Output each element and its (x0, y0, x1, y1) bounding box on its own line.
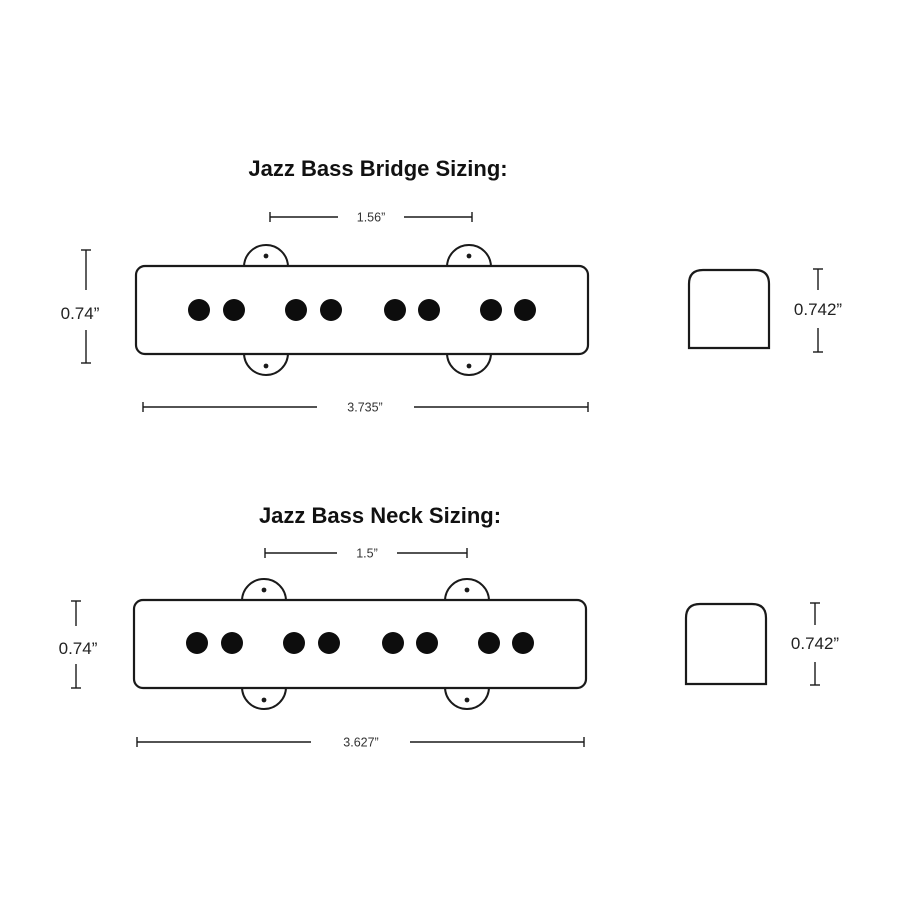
pole-piece-icon (318, 632, 340, 654)
neck-title: Jazz Bass Neck Sizing: (259, 503, 501, 528)
pole-piece-icon (478, 632, 500, 654)
neck-height-dimension: 0.74” (59, 600, 98, 689)
neck-length-dimension: 3.627” (136, 736, 585, 750)
neck-mount-spacing-label: 1.5” (356, 547, 378, 561)
pole-piece-icon (418, 299, 440, 321)
neck-section: Jazz Bass Neck Sizing: 1.5” (59, 503, 840, 750)
pole-piece-icon (188, 299, 210, 321)
bridge-mount-ears (242, 244, 493, 376)
pole-piece-icon (384, 299, 406, 321)
neck-side-height-dimension: 0.742” (791, 602, 840, 686)
bridge-side-height-label: 0.742” (794, 300, 843, 319)
neck-mount-ears (240, 578, 491, 710)
pole-piece-icon (186, 632, 208, 654)
bridge-length-dimension: 3.735” (142, 401, 589, 415)
bridge-side-view (687, 268, 771, 350)
bridge-height-dimension: 0.74” (61, 249, 100, 364)
bridge-title: Jazz Bass Bridge Sizing: (248, 156, 507, 181)
bridge-height-label: 0.74” (61, 304, 100, 323)
mount-hole-icon (263, 363, 269, 369)
pole-piece-icon (283, 632, 305, 654)
pole-piece-icon (512, 632, 534, 654)
bridge-mount-spacing-dimension: 1.56” (269, 211, 473, 225)
pole-piece-icon (514, 299, 536, 321)
pole-piece-icon (223, 299, 245, 321)
neck-pole-pieces (186, 632, 534, 654)
neck-side-height-label: 0.742” (791, 634, 840, 653)
bridge-side-height-dimension: 0.742” (794, 268, 843, 353)
pole-piece-icon (221, 632, 243, 654)
mount-hole-icon (261, 587, 267, 593)
pole-piece-icon (285, 299, 307, 321)
mount-hole-icon (464, 587, 470, 593)
bridge-length-label: 3.735” (347, 401, 382, 415)
neck-height-label: 0.74” (59, 639, 98, 658)
bridge-pickup-body (134, 264, 590, 356)
bridge-mount-spacing-label: 1.56” (357, 211, 386, 225)
mount-hole-icon (464, 697, 470, 703)
mount-hole-icon (466, 253, 472, 259)
pole-piece-icon (382, 632, 404, 654)
neck-length-label: 3.627” (343, 736, 378, 750)
mount-hole-icon (263, 253, 269, 259)
neck-mount-spacing-dimension: 1.5” (264, 547, 468, 561)
mount-hole-icon (261, 697, 267, 703)
neck-pickup-body (132, 598, 588, 690)
pole-piece-icon (416, 632, 438, 654)
bridge-section: Jazz Bass Bridge Sizing: 1.56” (61, 156, 843, 415)
bridge-pole-pieces (188, 299, 536, 321)
mount-hole-icon (466, 363, 472, 369)
pole-piece-icon (480, 299, 502, 321)
pole-piece-icon (320, 299, 342, 321)
neck-side-view (684, 602, 768, 686)
